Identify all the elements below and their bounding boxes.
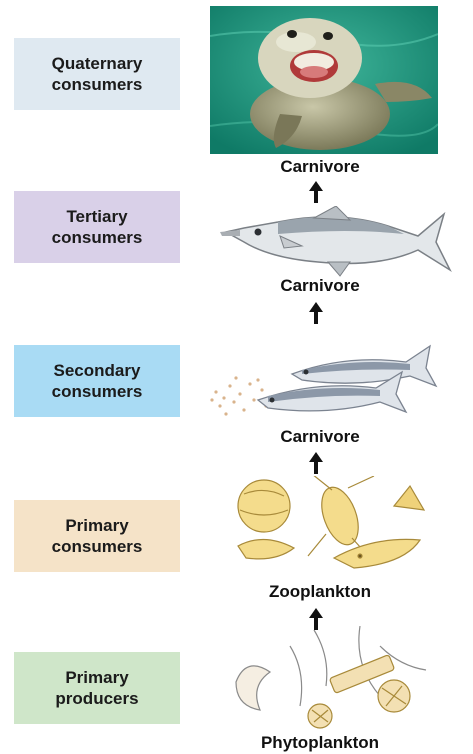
level-label-line1: Primary — [52, 515, 143, 536]
arrow-up-icon — [308, 452, 324, 474]
level-label-line1: Primary — [55, 667, 138, 688]
level-label-line2: consumers — [52, 74, 143, 95]
level-label-line2: consumers — [52, 227, 143, 248]
organism-label-primary-consumers: Zooplankton — [200, 582, 440, 602]
seal-illustration — [210, 6, 438, 154]
level-box-tertiary-consumers: Tertiaryconsumers — [14, 191, 180, 263]
organism-label-quaternary: Carnivore — [200, 157, 440, 177]
arrow-up-icon — [308, 608, 324, 630]
level-box-secondary-consumers: Secondaryconsumers — [14, 345, 180, 417]
arrow-up-icon — [308, 181, 324, 203]
level-label-line1: Quaternary — [52, 53, 143, 74]
level-label-line2: producers — [55, 688, 138, 709]
organism-label-tertiary: Carnivore — [200, 276, 440, 296]
organism-label-primary-producers: Phytoplankton — [200, 733, 440, 753]
zooplankton-illustration — [224, 476, 434, 572]
phytoplankton-illustration — [230, 626, 430, 730]
arrow-up-icon — [308, 302, 324, 324]
level-label-line2: consumers — [52, 536, 143, 557]
level-box-primary-producers: Primaryproducers — [14, 652, 180, 724]
tuna-illustration — [218, 206, 454, 280]
level-box-primary-consumers: Primaryconsumers — [14, 500, 180, 572]
level-label-line2: consumers — [52, 381, 143, 402]
organism-label-secondary: Carnivore — [200, 427, 440, 447]
level-label-line1: Secondary — [52, 360, 143, 381]
level-box-quaternary-consumers: Quaternaryconsumers — [14, 38, 180, 110]
level-label-line1: Tertiary — [52, 206, 143, 227]
sardines-illustration — [206, 340, 456, 424]
